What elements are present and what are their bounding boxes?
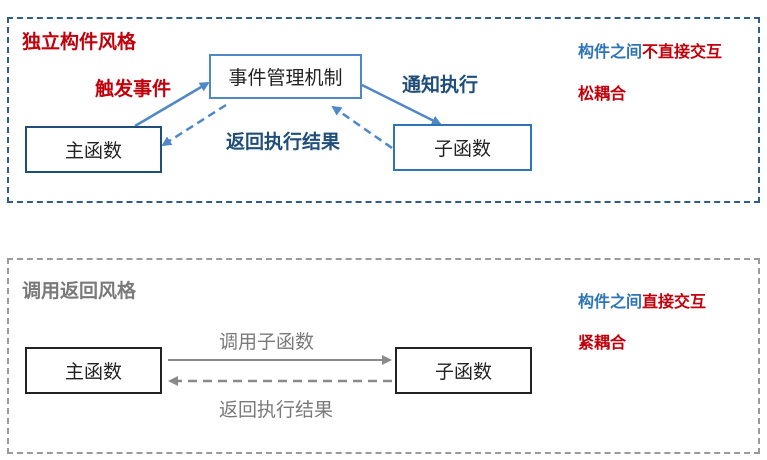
trigger-event-label: 触发事件 [95,78,172,100]
top-main-function-box: 主函数 [25,126,162,173]
top-note-prefix: 构件之间 [578,42,643,61]
top-interaction-note: 构件之间不直接交互 [578,38,722,62]
loose-coupling-label: 松耦合 [578,84,627,103]
call-return-panel [7,258,760,454]
bottom-main-function-box: 主函数 [25,347,162,394]
independent-component-panel [7,17,760,203]
top-return-label: 返回执行结果 [226,131,341,153]
call-return-style-title: 调用返回风格 [22,280,137,302]
tight-coupling-label: 紧耦合 [578,333,627,352]
top-sub-function-box: 子函数 [393,124,532,171]
bottom-note-prefix: 构件之间 [578,292,643,311]
bottom-return-label: 返回执行结果 [219,399,334,421]
independent-style-title: 独立构件风格 [22,31,137,53]
bottom-note-emphasis: 直接交互 [642,292,707,311]
call-sub-function-label: 调用子函数 [219,331,315,353]
notify-execute-label: 通知执行 [402,74,479,96]
bottom-sub-function-box: 子函数 [395,347,532,394]
event-manager-box: 事件管理机制 [209,54,362,99]
bottom-interaction-note: 构件之间直接交互 [578,288,706,312]
top-note-emphasis: 不直接交互 [642,42,723,61]
